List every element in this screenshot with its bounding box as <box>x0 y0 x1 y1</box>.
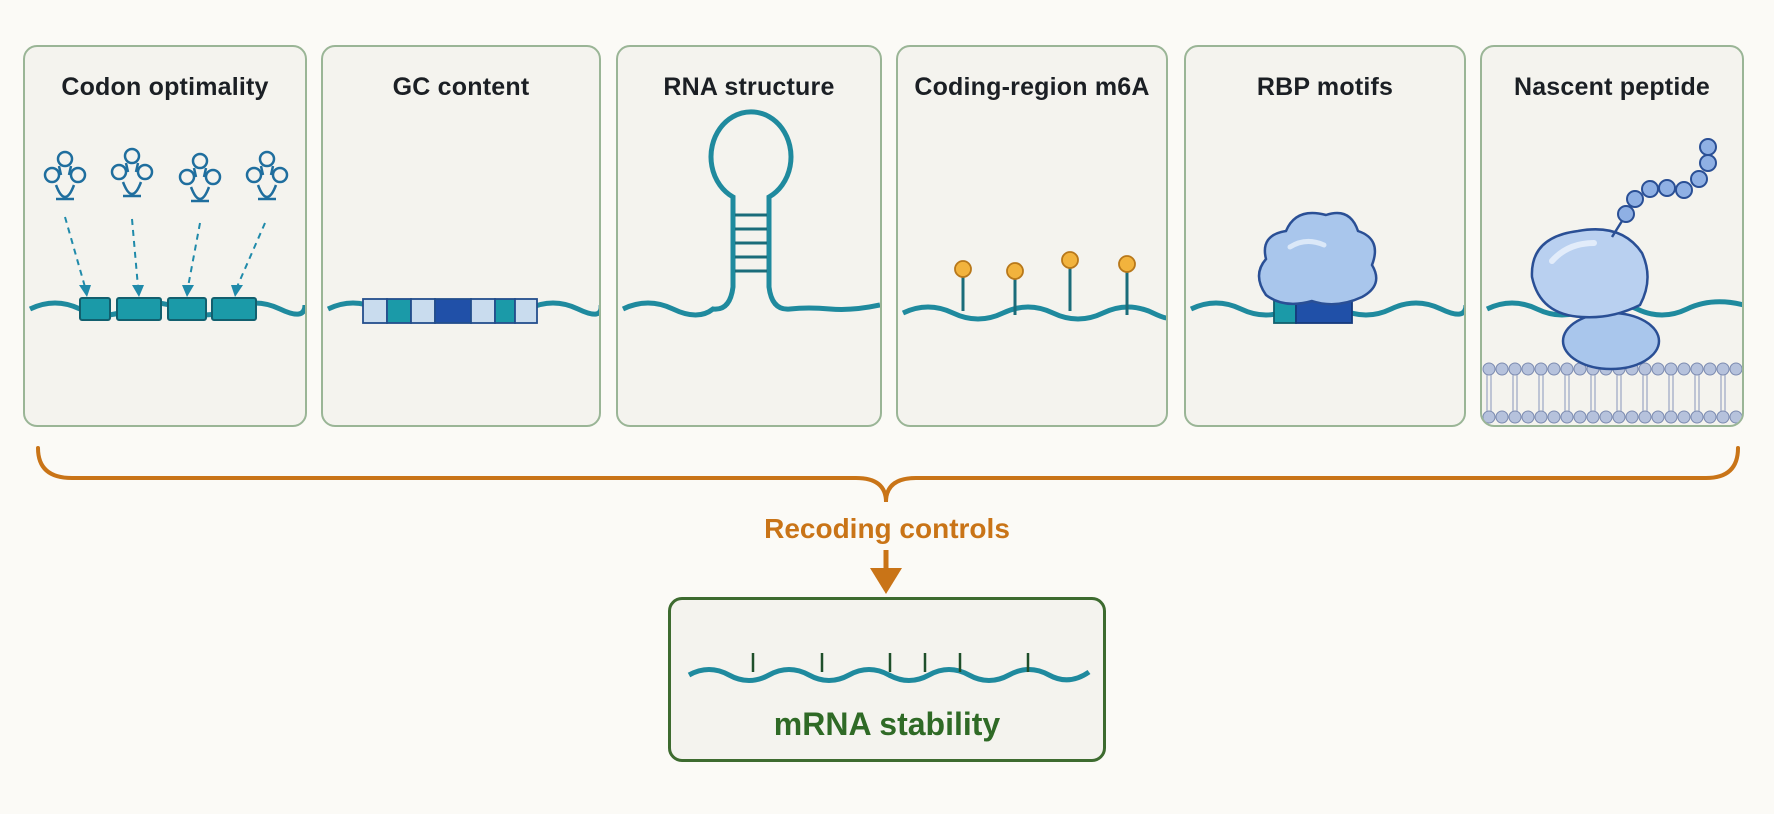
curly-brace-connector <box>36 446 1740 594</box>
panel-nascent-peptide: Nascent peptide <box>1480 45 1744 427</box>
stem-loop-icon <box>621 109 880 318</box>
panel-title: RNA structure <box>663 73 835 101</box>
rbp-binding-icon <box>1189 211 1464 324</box>
panel-title: Codon optimality <box>61 73 269 101</box>
panel-coding-region-m6a: Coding-region m6A <box>896 45 1168 427</box>
panel-title: RBP motifs <box>1256 73 1394 101</box>
panel-title: Coding-region m6A <box>914 73 1150 101</box>
result-label: mRNA stability <box>773 706 1001 742</box>
stable-mrna-icon <box>687 653 1091 683</box>
m6a-marks-icon <box>901 251 1166 322</box>
membrane-bilayer <box>1482 362 1742 424</box>
panel-codon-optimality: Codon optimality <box>23 45 307 427</box>
down-arrow-icon <box>870 568 902 594</box>
gc-blocks-icon <box>326 298 599 324</box>
ribosome-peptide-icon <box>1482 138 1742 424</box>
trna-codon-icon <box>28 147 305 321</box>
panel-title: GC content <box>392 73 530 101</box>
connector-label: Recoding controls <box>764 513 1010 544</box>
panel-title: Nascent peptide <box>1513 73 1711 101</box>
result-box-mrna-stability: mRNA stability <box>668 597 1106 762</box>
panel-rbp-motifs: RBP motifs <box>1184 45 1466 427</box>
panel-rna-structure: RNA structure <box>616 45 882 427</box>
panel-gc-content: GC content <box>321 45 601 427</box>
